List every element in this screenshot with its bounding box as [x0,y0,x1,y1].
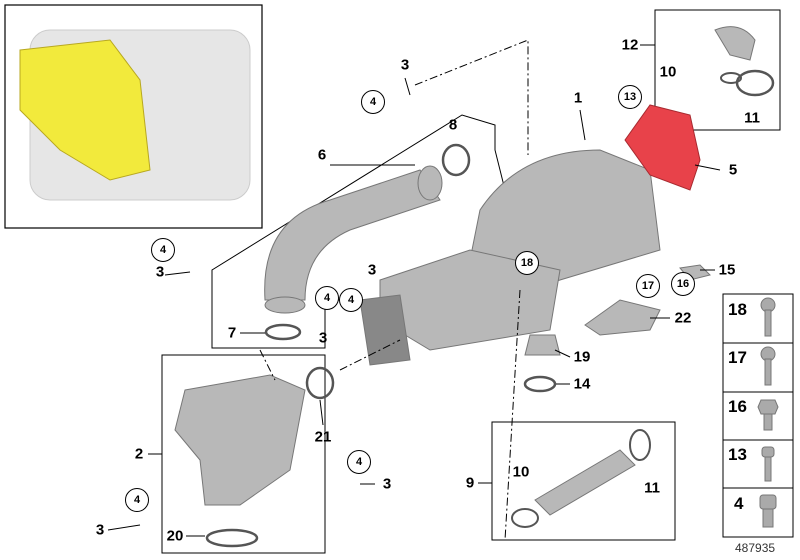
center-lines [259,39,529,541]
callout-3: 3 [155,263,165,281]
callout-12: 12 [621,36,639,54]
callout-3: 3 [400,56,410,74]
exhaust-turbine [174,374,306,506]
callout-11: 11 [644,479,660,497]
callout-9: 9 [465,474,475,492]
callout-15: 15 [718,261,736,279]
fastener-legend-frame [722,293,794,538]
circled-callout-4: 4 [315,286,339,310]
callout-8: 8 [448,116,458,134]
callout-21: 21 [314,428,332,446]
fastener-label-17: 17 [728,348,747,367]
circled-callout-16: 16 [671,272,695,296]
callout-3: 3 [95,521,105,539]
fastener-label-13: 13 [728,445,747,464]
callout-6: 6 [317,146,327,164]
callout-10: 10 [659,63,677,81]
oil-pipe [534,449,636,516]
callout-7: 7 [227,324,237,342]
callout-5: 5 [728,161,738,179]
circled-callout-13: 13 [618,85,642,109]
callout-22: 22 [674,309,692,327]
callout-2: 2 [134,445,144,463]
callout-10: 10 [512,463,530,481]
charge-air-pipe [264,169,441,301]
callout-3: 3 [318,329,328,347]
reference-number: 487935 [735,541,776,555]
fastener-label-4: 4 [734,494,744,513]
callout-11: 11 [744,109,760,127]
circled-callout-17: 17 [636,274,660,298]
leader-lines [107,44,721,537]
callout-3: 3 [382,475,392,493]
callout-3: 3 [367,261,377,279]
circled-callout-4: 4 [125,488,149,512]
engine-overview-image [19,29,251,201]
highlighted-part-5 [624,104,701,191]
circled-callout-4: 4 [361,90,385,114]
parts-illustration [174,26,775,548]
circled-callout-18: 18 [515,251,539,275]
callout-1: 1 [573,89,583,107]
circled-callout-4: 4 [339,288,363,312]
callout-14: 14 [573,375,591,393]
fastener-label-16: 16 [728,397,747,416]
fastener-label-18: 18 [728,300,747,319]
callout-20: 20 [166,527,184,545]
circled-callout-4: 4 [151,238,175,262]
callout-19: 19 [573,348,591,366]
circled-callout-4: 4 [347,450,371,474]
